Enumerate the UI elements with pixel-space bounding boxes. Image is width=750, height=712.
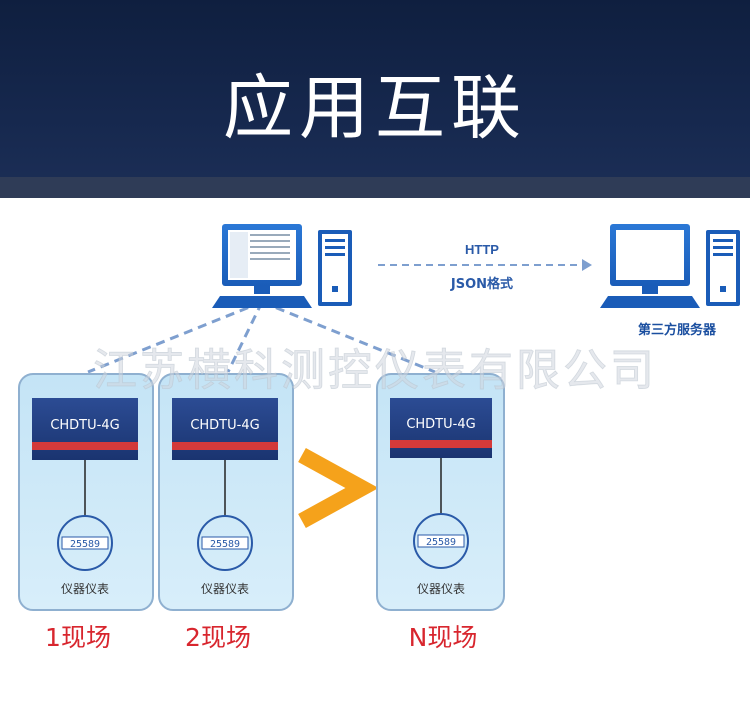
more-sites-chevron-icon (298, 447, 379, 529)
format-label: JSON格式 (450, 276, 513, 292)
site-panel-n: CHDTU-4G 25589 仪器仪表 (376, 373, 505, 611)
meter-icon (197, 515, 253, 571)
site-panel-2: CHDTU-4G 25589 仪器仪表 (158, 373, 294, 611)
http-link (378, 259, 592, 271)
watermark: 江苏横科测控仪表有限公司 (93, 345, 657, 396)
arrow-head-icon (582, 259, 592, 271)
site-label: 1现场 (45, 623, 111, 652)
meter-label: 仪器仪表 (417, 582, 465, 596)
meter-label: 仪器仪表 (201, 582, 249, 596)
site-label: 2现场 (185, 623, 251, 652)
meter-reading: 25589 (70, 539, 100, 550)
link-site-1 (87, 300, 263, 374)
site-label: N现场 (409, 623, 478, 652)
link-site-2 (226, 301, 264, 373)
local-computer (212, 224, 352, 308)
network-diagram: HTTP JSON格式 第三方服务器 CHDTU-4G 25589 仪器仪表 C… (18, 224, 740, 652)
server-label: 第三方服务器 (638, 322, 717, 338)
meter-reading: 25589 (210, 539, 240, 550)
site-panel-1: CHDTU-4G 25589 仪器仪表 (18, 373, 154, 611)
banner-strip (0, 177, 750, 198)
site-links (87, 300, 436, 374)
protocol-label: HTTP (465, 242, 499, 257)
meter-icon (413, 513, 469, 569)
device-label: CHDTU-4G (406, 417, 475, 432)
meter-reading: 25589 (426, 537, 456, 548)
meter-icon (57, 515, 113, 571)
page-title: 应用互联 (223, 67, 527, 149)
third-party-server (600, 224, 740, 308)
device-label: CHDTU-4G (50, 418, 119, 433)
title-banner (0, 0, 750, 198)
device-label: CHDTU-4G (190, 418, 259, 433)
link-site-n (261, 300, 436, 374)
meter-label: 仪器仪表 (61, 582, 109, 596)
